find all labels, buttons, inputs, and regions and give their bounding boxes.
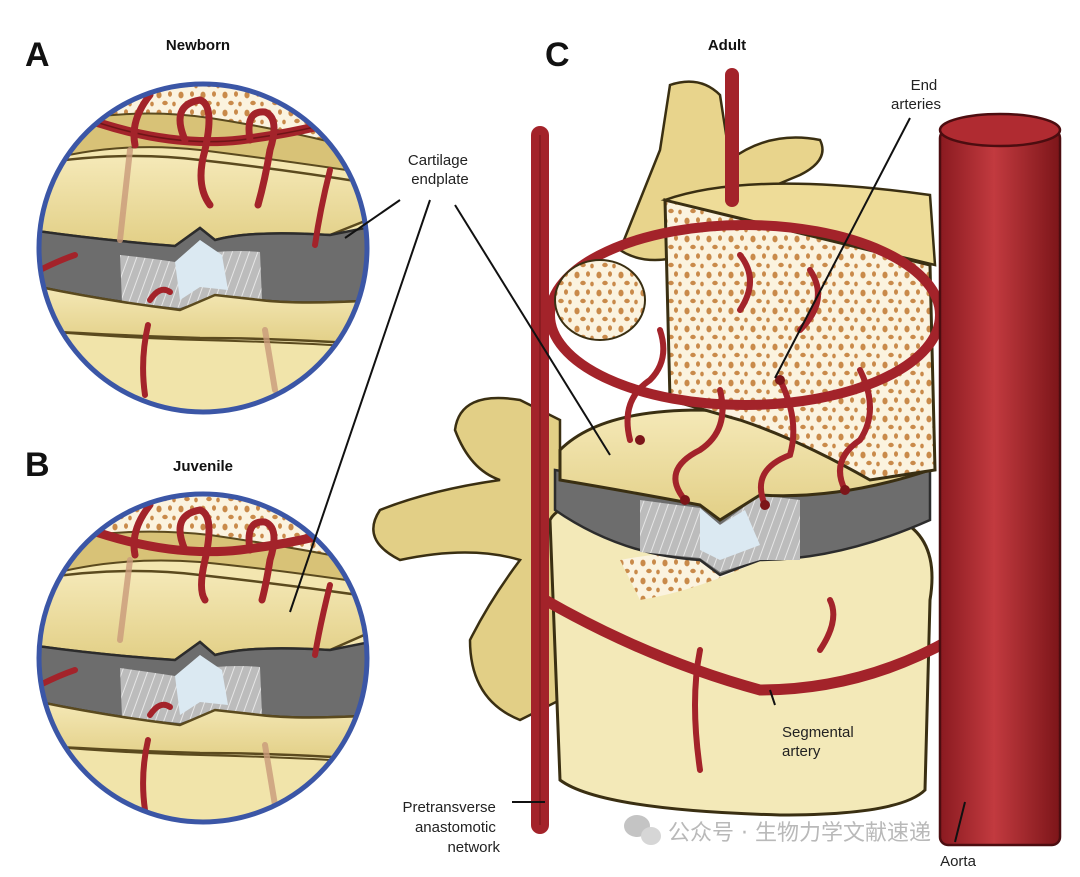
panel-a-illustration xyxy=(39,84,367,412)
watermark: 公众号 · 生物力学文献速递 xyxy=(624,815,931,846)
wechat-icon xyxy=(624,815,661,845)
aorta-vessel xyxy=(938,128,1062,847)
panel-a-letter: A xyxy=(25,36,50,74)
nucleus-pulposus xyxy=(700,508,760,560)
label-pretransverse-network: Pretransverse anastomotic network xyxy=(402,799,500,856)
panel-a-newborn: A Newborn xyxy=(25,36,370,415)
label-segmental-artery: Segmental artery xyxy=(782,724,858,760)
label-end-arteries: End arteries xyxy=(891,77,941,113)
watermark-text: 公众号 · 生物力学文献速递 xyxy=(668,821,931,846)
label-cartilage-endplate: Cartilage endplate xyxy=(408,152,472,188)
segmental-artery-vessel xyxy=(539,594,956,696)
panel-b-letter: B xyxy=(25,446,50,484)
annotation-leaders xyxy=(289,117,966,843)
panel-b-illustration xyxy=(39,494,367,822)
label-aorta: Aorta xyxy=(940,853,977,870)
panel-b-title: Juvenile xyxy=(173,458,233,475)
left-cancellous-window xyxy=(554,259,646,341)
panel-b-juvenile: B Juvenile xyxy=(25,446,370,825)
panel-c-letter: C xyxy=(545,36,570,74)
panel-c-adult: C Adult xyxy=(372,36,1062,847)
end-arteries-vessels xyxy=(624,252,873,773)
panel-a-title: Newborn xyxy=(166,37,230,54)
transverse-process xyxy=(372,396,562,722)
panel-c-title: Adult xyxy=(708,37,746,54)
panel-b-magnifier-ring xyxy=(36,491,370,825)
end-artery-knobs xyxy=(635,375,850,510)
panel-a-magnifier-ring xyxy=(36,81,370,415)
